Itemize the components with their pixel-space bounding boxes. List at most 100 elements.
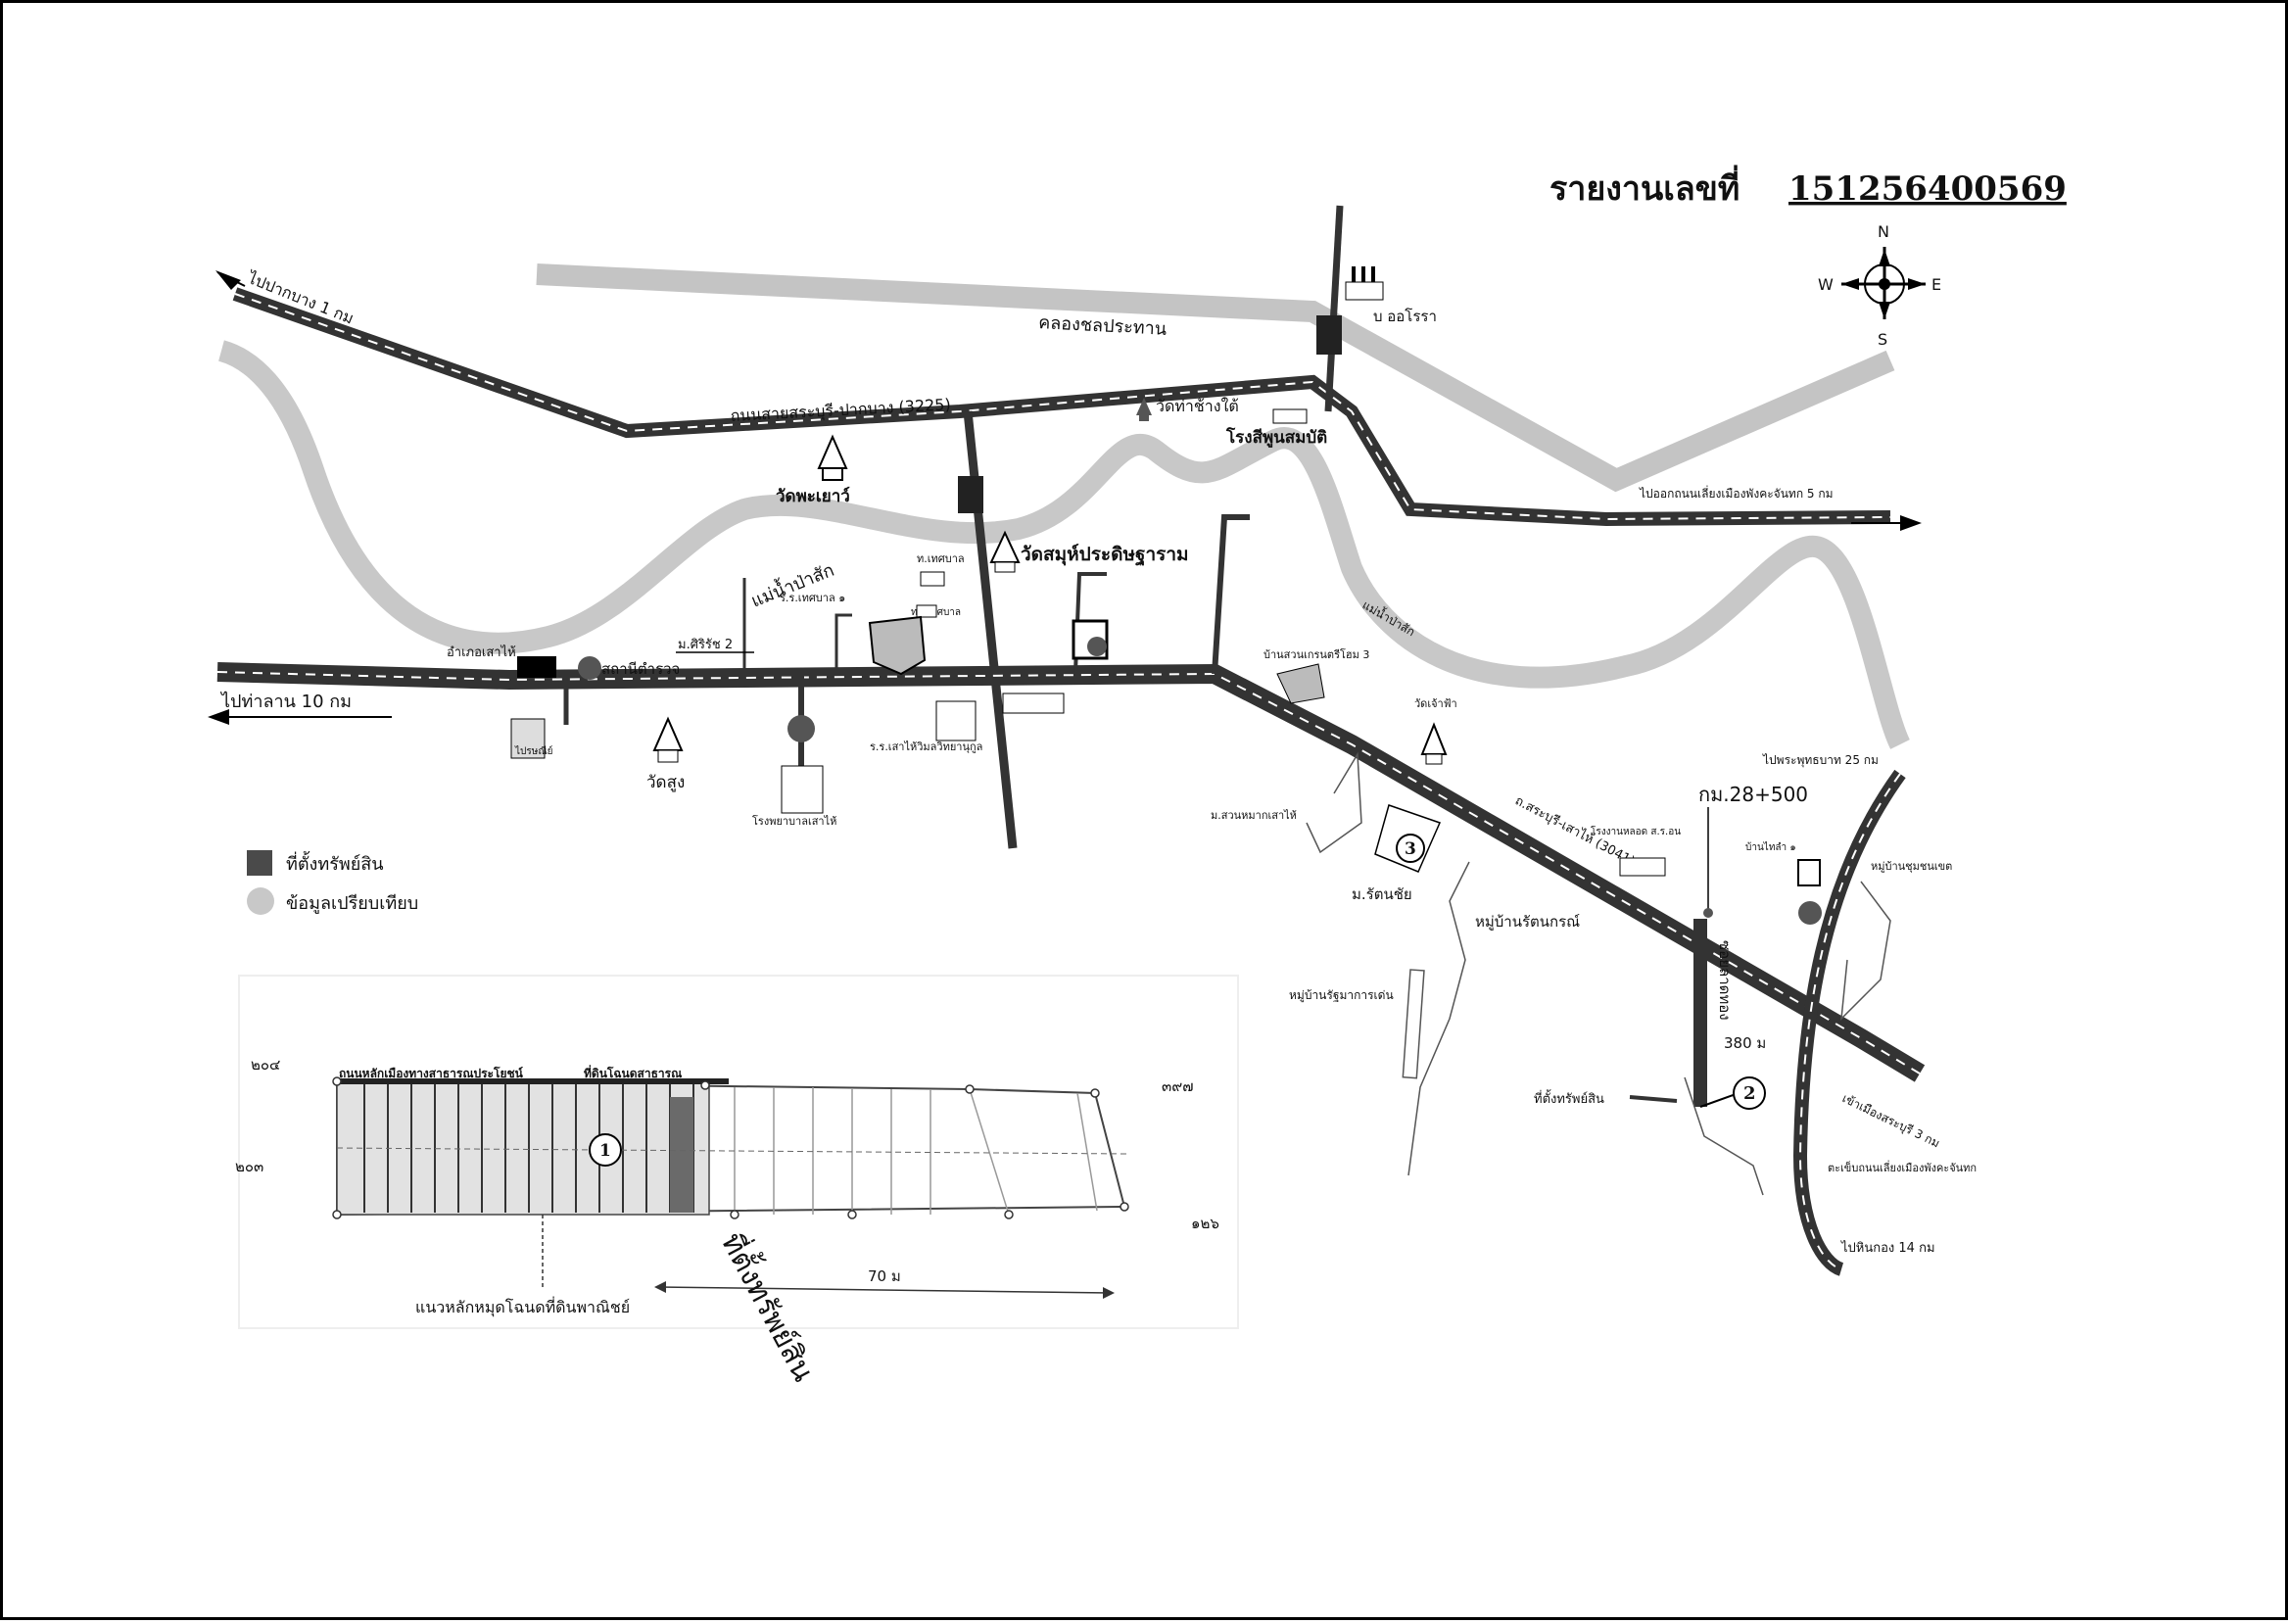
village-east-label: หมู่บ้านชุมชนเขต xyxy=(1871,860,1952,873)
compass-e: E xyxy=(1931,275,1941,294)
school-icon xyxy=(935,700,977,741)
compass-icon: N S E W xyxy=(1818,222,1941,349)
factory-label: โรงงานหลอด ส.ร.อน xyxy=(1591,825,1681,837)
tesaban-school-label: ร.ร.เทศบาล ๑ xyxy=(780,592,845,604)
plot-top-road-label: ถนนหลักเมืองทางสาธารณประโยชน์ xyxy=(339,1066,524,1080)
to-highway-label: ไปออกถนนเลี่ยงเมืองพังคะจันทก 5 กม xyxy=(1639,485,1834,501)
rongsi-label: โรงสีพูนสมบัติ xyxy=(1225,427,1327,449)
tesaban-icon xyxy=(920,571,945,587)
bridge-north-icon xyxy=(1316,315,1342,355)
temple-sung-icon xyxy=(652,716,684,763)
to-phraphutthabat-label: ไปพระพุทธบาท 25 กม xyxy=(1762,753,1879,768)
tesaban-school-area xyxy=(868,615,927,676)
river xyxy=(217,340,1911,749)
mu-rattanakarn2-label: หมู่บ้านรัฐมาการเด่น xyxy=(1289,988,1394,1003)
soi-boundary xyxy=(1684,1076,1764,1196)
mu-rattanakorn-label: หมู่บ้านรัตนกรณ์ xyxy=(1475,913,1580,931)
post-office-label: ไปรษณีย์ xyxy=(514,745,552,757)
gas-station-icon xyxy=(1087,637,1107,656)
hospital-icon xyxy=(781,765,824,814)
site-3-number: 3 xyxy=(1405,839,1416,859)
km-marker-label: กม.28+500 xyxy=(1698,783,1808,806)
arrow-highway-icon xyxy=(1900,515,1922,531)
temple-sommanat-icon xyxy=(989,530,1021,573)
road-highway xyxy=(1792,769,1906,1276)
compass-s: S xyxy=(1878,330,1887,349)
site-3-marker xyxy=(1396,834,1425,863)
plot-right-top: ๓๙๗ xyxy=(1162,1077,1194,1095)
site-2-marker xyxy=(1733,1076,1766,1110)
rice-mill-icon xyxy=(1272,408,1308,424)
mu-rattanachai-label: ม.รัตนชัย xyxy=(1352,885,1412,903)
mu-sirirat-label: ม.ศิริรัช 2 xyxy=(678,638,733,652)
amphoe-icon xyxy=(517,656,556,678)
ob-oraya-label: บ ออโรรา xyxy=(1373,308,1437,325)
ban-suan-area xyxy=(1276,663,1325,704)
mu-rattanakarn-plot xyxy=(1402,969,1425,1079)
wat-sung-label: วัดสูง xyxy=(646,773,685,792)
legend-compare-label: ข้อมูลเปรียบเทียบ xyxy=(286,893,418,914)
factory-oraya-icon xyxy=(1345,266,1384,301)
bridge-west-icon xyxy=(958,476,983,513)
plot-subject-lot xyxy=(670,1097,693,1213)
school-building-icon xyxy=(1002,693,1065,714)
mu-suanmai-label: ม.สวนหมากเสาไห้ xyxy=(1211,809,1297,822)
amphoe-label: อำเภอเสาไห้ xyxy=(447,645,516,660)
compass-w: W xyxy=(1818,275,1834,294)
plot-left-bottom: ๒๐๓ xyxy=(235,1158,263,1175)
wat-thachangtai-label: วัดท่าช้างใต้ xyxy=(1156,397,1239,415)
km-marker-dot xyxy=(1703,908,1713,918)
police-label: สถานีตำรวจ xyxy=(601,660,680,678)
site-label-bottom: ที่ตั้งทรัพย์สิน xyxy=(1534,1089,1604,1107)
hospital-label: โรงพยาบาลเสาไห้ xyxy=(752,814,836,828)
ban-thonglam-label: บ้านไทลำ ๑ xyxy=(1745,841,1796,853)
road-3041 xyxy=(216,662,1926,1082)
village-boundary-west xyxy=(1407,861,1470,1176)
legend-compare-swatch xyxy=(247,887,274,915)
dist-380-label: 380 ม xyxy=(1724,1034,1766,1052)
report-label: รายงานเลขที่ xyxy=(1549,165,1740,209)
plot-frame xyxy=(238,975,1239,1329)
plot-top-road2-label: ที่ดินโฉนดสาธารณ xyxy=(584,1065,682,1080)
to-thalan-label: ไปท่าลาน 10 กม xyxy=(219,691,352,712)
temple-thachang-icon xyxy=(1136,398,1152,421)
tesaban-label: ท.เทศบาล xyxy=(917,552,965,565)
side-road-north xyxy=(1212,514,1250,675)
ban-suan-label: บ้านสวนเกรนตรีโฮม 3 xyxy=(1263,647,1369,661)
legend-subject-label: ที่ตั้งทรัพย์สิน xyxy=(286,851,384,875)
police-icon xyxy=(578,656,601,680)
mu-suanmai-outline xyxy=(1306,751,1362,854)
site-1-marker xyxy=(589,1133,622,1167)
wat-phayao-label: วัดพะเยาว์ xyxy=(776,486,850,506)
village-east-outline xyxy=(1840,881,1891,1022)
plot-left-top: ๒๐๔ xyxy=(251,1056,280,1074)
seven-eleven-icon xyxy=(1797,859,1821,886)
school-wittaya-label: ร.ร.เสาไห้วิมลวิทยานุกูล xyxy=(870,740,982,753)
plot-bottom-label: แนวหลักหมุดโฉนดที่ดินพาณิชย์ xyxy=(415,1296,630,1317)
plot-width-label: 70 ม xyxy=(868,1267,901,1285)
legend-subject-swatch xyxy=(247,850,272,876)
site-2-number: 2 xyxy=(1743,1083,1756,1104)
plot-right-bottom: ๑๒๖ xyxy=(1191,1215,1219,1232)
wat-chaopha-label: วัดเจ้าฟ้า xyxy=(1414,697,1457,710)
cross-road-north xyxy=(1324,205,1344,412)
gas-station-east-icon xyxy=(1798,901,1822,925)
soi-label: ซอยลาดทอง xyxy=(1716,940,1734,1021)
plot-developed xyxy=(336,1080,710,1216)
arrow-thalan-icon xyxy=(208,709,229,725)
site-1-number: 1 xyxy=(599,1141,611,1161)
wat-sommanat-label: วัดสมุห์ประดิษฐาราม xyxy=(1021,544,1189,567)
hospital-gas-icon xyxy=(787,715,815,742)
post-office-icon xyxy=(510,718,546,759)
railway-cross-label: ตะเข็บถนนเลี่ยงเมืองพังคะจันทก xyxy=(1828,1160,1977,1174)
canal xyxy=(536,263,1895,493)
temple-chaopha-icon xyxy=(1420,722,1448,765)
side-road-school xyxy=(834,613,852,676)
temple-phayao-icon xyxy=(817,434,848,481)
plot-inset: 1 ถนนหลักเมืองทางสาธารณประโยชน์ ที่ดินโฉ… xyxy=(235,975,1239,1387)
compass-n: N xyxy=(1878,222,1889,241)
report-number: 15125640056​9 xyxy=(1788,169,2067,209)
